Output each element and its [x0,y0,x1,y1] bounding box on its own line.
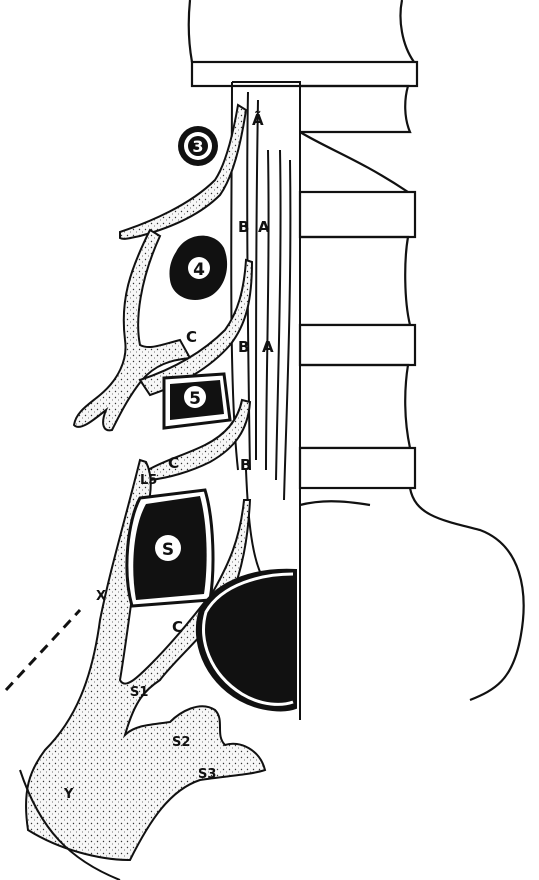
vertebra-l5-label: 5 [189,389,201,409]
nerve-label-l5: L5 [140,473,157,488]
fiber-label-a2: A [258,218,270,236]
fiber-label-a3: A [262,338,274,356]
fiber-label-b3: B [240,456,251,474]
fiber-label-c3: C [172,618,183,636]
vertebra-l5: 5 [164,374,230,428]
vertebra-l4: 4 [169,236,227,300]
vertebra-l3-label: 3 [192,137,203,156]
nerve-label-y: Y [63,787,74,802]
fiber-label-c1: C [186,328,197,346]
fiber-label-a1: Ã [252,110,264,129]
vertebra-sacrum: S [127,490,213,606]
dashed-line [6,610,80,690]
vertebra-l3: 3 [178,126,218,166]
nerve-label-s3: S3 [198,767,216,782]
fiber-label-b1: B [238,218,249,236]
nerve-label-s1: S1 [130,685,148,700]
fiber-label-c2: C [168,454,179,472]
fiber-label-b2: B [238,338,249,356]
vertebra-l4-label: 4 [193,260,205,280]
nerve-label-s2: S2 [172,735,190,750]
nerve-label-x: X [96,589,106,604]
vertebra-sacrum-label: S [162,540,174,560]
